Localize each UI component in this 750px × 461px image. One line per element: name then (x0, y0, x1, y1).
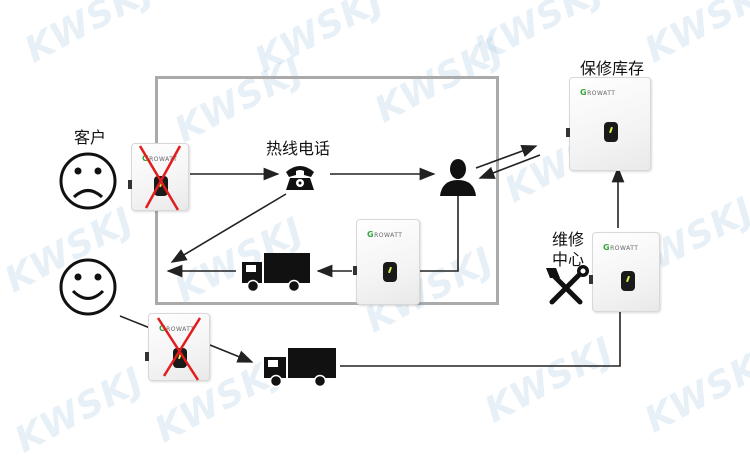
label-customer: 客户 (74, 128, 107, 147)
cross-mark (138, 145, 202, 381)
replacement-inverter: GROWATT (353, 219, 420, 305)
tools-icon (546, 265, 589, 305)
arrow-hotline-to-customer (170, 193, 287, 263)
inverter-logo: GROWATT (159, 324, 195, 333)
service-flow-diagram: KWSKJ KWSKJ KWSKJ KWSKJ KWSKJ KWSKJ KWSK… (0, 0, 750, 439)
diagram-svg (59, 144, 625, 388)
truck-icon (242, 253, 310, 293)
arrow-stock-to-person (478, 154, 541, 179)
happy-face-icon (59, 258, 117, 316)
repair-inverter: GROWATT (589, 232, 660, 312)
stock-inverter: GROWATT (566, 77, 651, 171)
faulty-inverter: GROWATT (128, 143, 189, 211)
faulty-inverter: GROWATT (145, 313, 210, 381)
connector-truck-to-repair (340, 310, 621, 367)
inverter-logo: GROWATT (580, 88, 616, 97)
inverter-logo: GROWATT (367, 230, 403, 239)
inverter-logo: GROWATT (142, 154, 178, 163)
connector-customer-to-faulty-inverter (119, 315, 151, 329)
label-hotline: 热线电话 (266, 139, 331, 158)
sad-face-icon (59, 152, 117, 210)
inverter-logo: GROWATT (603, 243, 639, 252)
telephone-icon (286, 166, 314, 190)
arrow-person-to-stock (475, 144, 538, 169)
person-icon (440, 159, 476, 196)
truck-icon (264, 348, 336, 388)
label-repair-center-line2: 中心 (552, 250, 585, 269)
arrow-faulty-inverter-to-truck (209, 344, 254, 363)
connector-person-to-inverter (420, 196, 459, 272)
label-repair-center-line1: 维修 (552, 230, 585, 249)
label-warranty-stock: 保修库存 (580, 59, 645, 78)
